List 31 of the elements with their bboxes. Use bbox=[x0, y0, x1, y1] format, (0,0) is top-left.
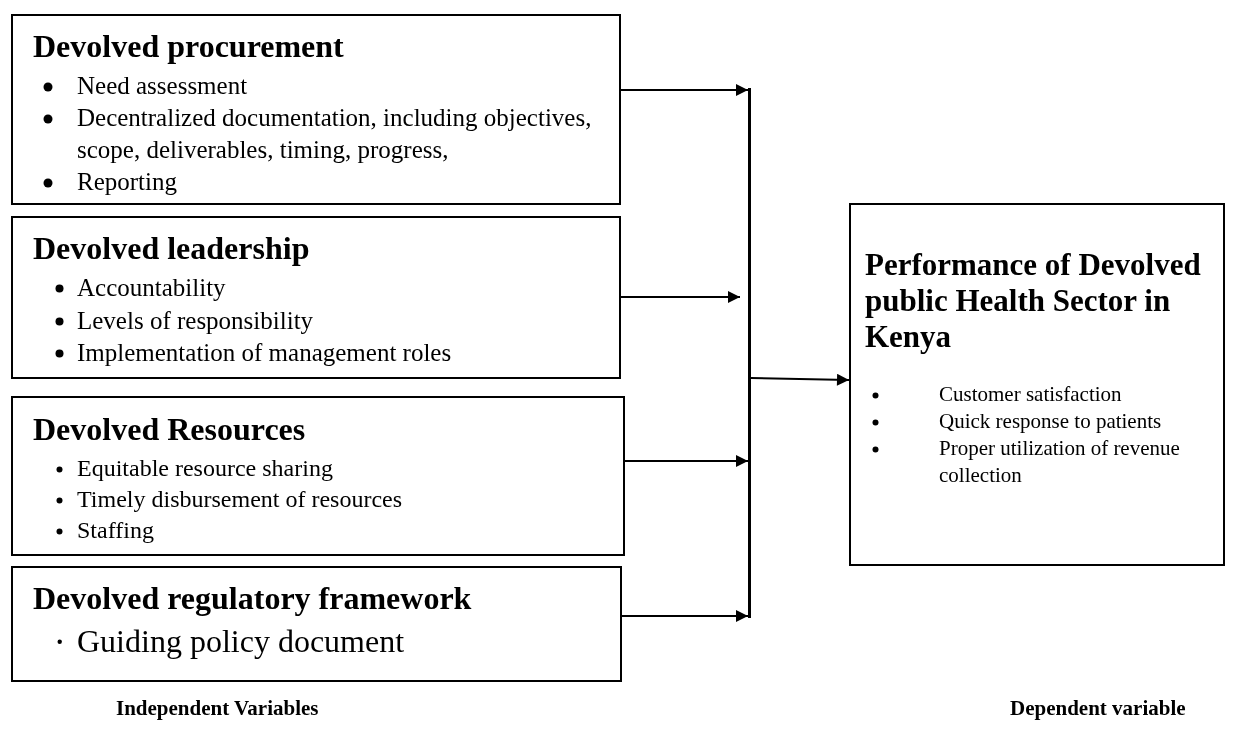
axis-caption: Independent Variables bbox=[116, 696, 319, 721]
box-heading: Devolved regulatory framework bbox=[33, 579, 472, 618]
variable-box bbox=[849, 203, 1225, 566]
bullet-text: Quick response to patients bbox=[939, 408, 1162, 435]
bullet-text: Reporting bbox=[77, 167, 177, 197]
variable-box bbox=[11, 396, 625, 556]
arrow bbox=[620, 84, 749, 96]
bullet-text: Staffing bbox=[77, 516, 154, 545]
bullet-text: Guiding policy document bbox=[77, 622, 405, 660]
box-heading: Devolved leadership bbox=[33, 229, 310, 268]
variable-box bbox=[11, 216, 621, 379]
bullet-text: Proper utilization of revenue collection bbox=[939, 435, 1181, 489]
axis-caption: Dependent variable bbox=[1010, 696, 1186, 721]
bullet-text: Decentralized documentation, including objectives, scope, deliverables, timing, progress, bbox=[77, 103, 593, 165]
arrow bbox=[621, 610, 749, 622]
variable-box bbox=[11, 14, 621, 205]
bullet-text: Accountability bbox=[77, 273, 226, 303]
bullet-text: Levels of responsibility bbox=[77, 305, 314, 336]
box-heading: Devolved Resources bbox=[33, 410, 306, 449]
variable-box bbox=[11, 566, 622, 682]
bullet-text: Timely disbursement of resources bbox=[77, 485, 403, 514]
junction-bar bbox=[748, 88, 751, 618]
box-heading: Devolved procurement bbox=[33, 27, 344, 66]
bullet-text: Customer satisfaction bbox=[939, 381, 1122, 408]
bullet-text: Implementation of management roles bbox=[77, 338, 452, 368]
arrow bbox=[624, 455, 749, 467]
arrow bbox=[750, 373, 850, 386]
bullet-text: Equitable resource sharing bbox=[77, 454, 333, 483]
bullet-text: Need assessment bbox=[77, 71, 248, 101]
arrow bbox=[620, 291, 741, 303]
box-heading: Performance of Devolved public Health Sector in Kenya bbox=[865, 247, 1202, 355]
